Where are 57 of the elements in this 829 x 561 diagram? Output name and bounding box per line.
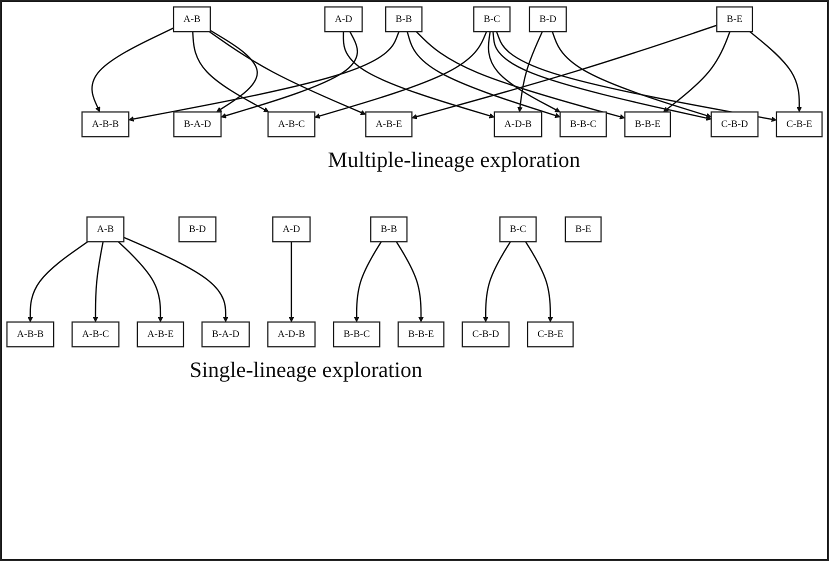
arrow bbox=[92, 242, 104, 322]
process-box: A-D-B bbox=[267, 321, 316, 348]
arrow bbox=[288, 242, 294, 322]
arrow bbox=[496, 31, 777, 122]
process-box: B-B-C bbox=[560, 111, 607, 138]
arrow bbox=[192, 32, 270, 112]
arrow bbox=[663, 31, 731, 112]
process-box: A-B-E bbox=[136, 321, 184, 348]
process-box: A-B-C bbox=[72, 321, 120, 348]
process-box: A-B-E bbox=[365, 111, 412, 138]
arrow bbox=[342, 32, 495, 118]
arrow bbox=[128, 31, 400, 122]
arrow bbox=[416, 31, 626, 120]
process-box: B-A-D bbox=[173, 111, 222, 138]
arrow bbox=[406, 31, 560, 118]
process-box: C-B-D bbox=[462, 321, 510, 348]
arrow bbox=[525, 241, 554, 322]
process-box: B-D bbox=[528, 6, 567, 32]
process-box: B-B-C bbox=[332, 321, 380, 348]
arrow bbox=[91, 27, 174, 112]
process-box: B-D bbox=[178, 216, 216, 242]
arrow bbox=[396, 241, 424, 322]
process-box: C-B-D bbox=[710, 111, 759, 138]
process-box: C-B-E bbox=[776, 111, 823, 138]
process-box: B-B-E bbox=[398, 321, 444, 348]
arrow bbox=[552, 31, 712, 118]
arrow bbox=[210, 30, 258, 112]
arrow bbox=[354, 241, 382, 322]
process-box: B-C bbox=[473, 6, 511, 32]
process-box: A-D bbox=[272, 216, 311, 242]
arrow bbox=[314, 31, 488, 119]
arrow bbox=[28, 241, 88, 322]
process-box: A-D-B bbox=[494, 111, 542, 138]
caption: Multiple-lineage exploration bbox=[328, 146, 580, 173]
arrow bbox=[124, 236, 228, 322]
process-box: B-B bbox=[385, 6, 423, 32]
arrow bbox=[488, 32, 560, 112]
arrow bbox=[482, 241, 511, 322]
process-box: A-B-B bbox=[6, 321, 54, 348]
process-box: B-E bbox=[564, 216, 602, 242]
process-box: B-C bbox=[499, 216, 537, 242]
process-box: B-B bbox=[370, 216, 408, 242]
process-box: B-E bbox=[716, 6, 754, 32]
process-box: A-B-B bbox=[81, 111, 130, 138]
arrow bbox=[749, 31, 802, 112]
process-box: A-B bbox=[172, 6, 211, 32]
caption: Single-lineage exploration bbox=[190, 356, 422, 383]
arrow bbox=[517, 31, 543, 112]
process-box: A-D bbox=[324, 6, 363, 32]
arrow bbox=[118, 241, 164, 322]
process-box: A-B bbox=[86, 216, 124, 242]
process-box: A-B-C bbox=[267, 111, 316, 138]
arrow bbox=[492, 32, 712, 121]
process-box: C-B-E bbox=[526, 321, 574, 348]
process-box: B-B-E bbox=[624, 111, 672, 138]
arrow bbox=[412, 24, 717, 120]
process-box: B-A-D bbox=[201, 321, 250, 348]
